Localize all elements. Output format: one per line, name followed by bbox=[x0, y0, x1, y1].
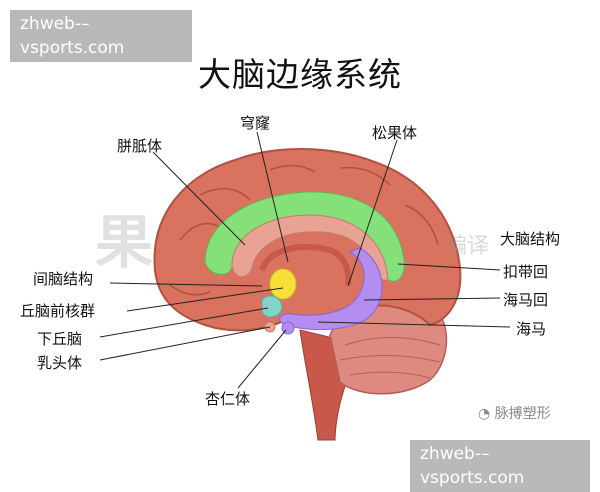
hypothalamus bbox=[261, 295, 283, 318]
label-qiunao-qianhequn: 丘脑前核群 bbox=[20, 302, 96, 320]
leader-xingrenti bbox=[237, 329, 287, 389]
label-haimahui: 海马回 bbox=[503, 291, 549, 309]
label-songguoti: 松果体 bbox=[372, 124, 418, 142]
leader-jiannao bbox=[109, 282, 263, 287]
leader-qiunao bbox=[126, 287, 284, 312]
label-qionglong: 穹窿 bbox=[240, 114, 271, 132]
label-xingrenti: 杏仁体 bbox=[205, 390, 251, 408]
watermark-top: zhweb-–vsports.com bbox=[10, 10, 192, 62]
leader-koudaihui bbox=[397, 263, 501, 271]
leader-pianzhiti bbox=[152, 151, 246, 246]
leader-qionglong bbox=[256, 131, 289, 263]
fornix bbox=[259, 244, 352, 286]
label-danao-jiegou: 大脑结构 bbox=[500, 230, 561, 248]
anterior-thalamic-nucleus bbox=[269, 268, 297, 300]
cerebral-cortex bbox=[153, 148, 462, 332]
leader-xiaqiunao bbox=[99, 307, 269, 338]
leader-haima bbox=[317, 321, 511, 328]
hippocampus bbox=[279, 247, 383, 331]
label-rutouti: 乳头体 bbox=[37, 354, 83, 372]
credit-label: 脉搏塑形 bbox=[494, 406, 551, 422]
leader-rutouti bbox=[99, 326, 271, 361]
faint-watermark-right: 编译 bbox=[445, 234, 490, 259]
brain-diagram bbox=[99, 131, 511, 441]
leader-songguoti bbox=[347, 139, 398, 287]
faint-watermark-left: 果 bbox=[95, 208, 154, 276]
diagram-title: 大脑边缘系统 bbox=[198, 55, 402, 94]
label-jiannao-jiegou: 间脑结构 bbox=[33, 270, 94, 288]
label-haima: 海马 bbox=[516, 320, 547, 338]
wechat-icon: ◔ bbox=[478, 406, 495, 422]
label-pianzhiti: 胼胝体 bbox=[117, 137, 163, 155]
watermark-bottom: zhweb-–vsports.com bbox=[410, 440, 590, 492]
label-xiaqiunao: 下丘脑 bbox=[37, 330, 83, 348]
label-koudaihui: 扣带回 bbox=[503, 263, 549, 281]
leader-haimahui bbox=[363, 297, 501, 301]
credit-text: ◔ 脉搏塑形 bbox=[478, 403, 551, 423]
